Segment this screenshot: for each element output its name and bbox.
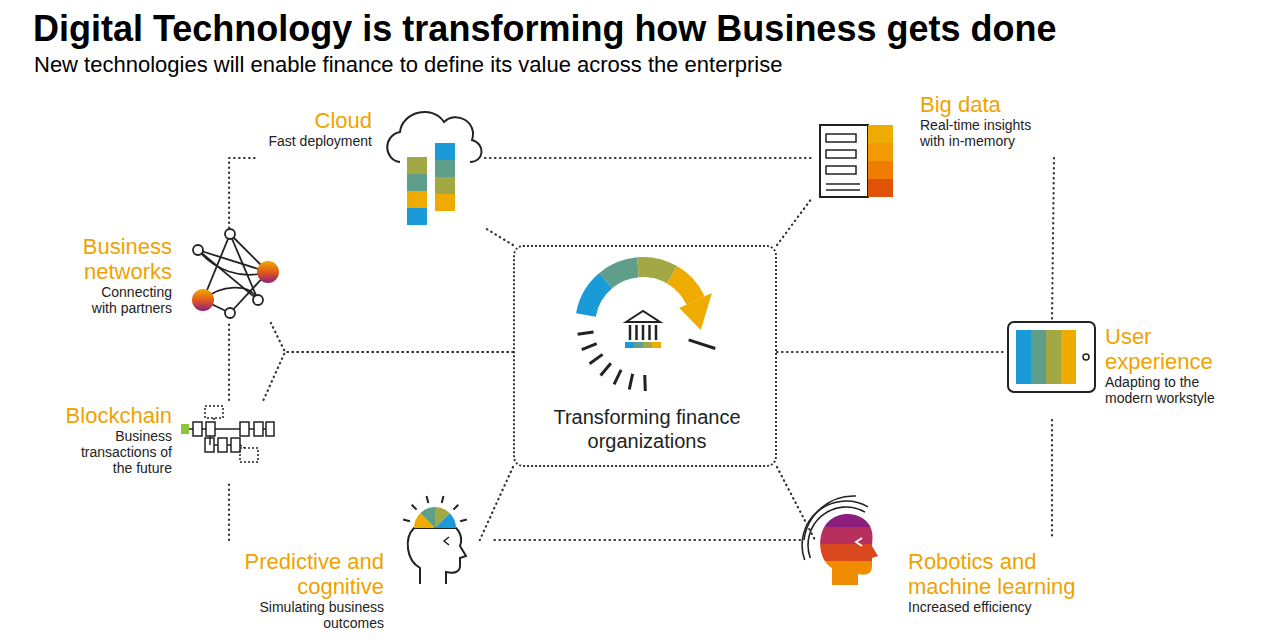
tick-mark bbox=[578, 332, 594, 334]
text-column: CloudFast deployment bbox=[255, 108, 372, 149]
dotted-connector bbox=[485, 228, 513, 245]
text-column: User experienceAdapting to the modern wo… bbox=[1105, 324, 1243, 406]
tech-item: User experienceAdapting to the modern wo… bbox=[1005, 320, 1245, 420]
arc-segment bbox=[599, 257, 639, 288]
item-title: Cloud bbox=[255, 108, 372, 133]
tech-item: BlockchainBusiness transactions of the f… bbox=[45, 400, 275, 482]
text-column: Big dataReal-time insights with in-memor… bbox=[920, 92, 1052, 149]
head-icon bbox=[403, 496, 467, 584]
item-title: Blockchain bbox=[45, 403, 172, 428]
tech-item: Business networksConnecting with partner… bbox=[50, 228, 285, 323]
tech-item: Big dataReal-time insights with in-memor… bbox=[812, 92, 1054, 198]
dotted-connector bbox=[264, 352, 514, 400]
tick-mark bbox=[689, 340, 716, 349]
dotted-connector bbox=[777, 467, 815, 540]
dotted-connector bbox=[229, 158, 255, 228]
dotted-connector bbox=[777, 351, 1005, 353]
item-title: Predictive and cognitive bbox=[222, 549, 384, 599]
text-column: Robotics and machine learningIncreased e… bbox=[908, 549, 1098, 615]
bigdata-icon bbox=[820, 125, 893, 197]
tick-mark bbox=[590, 354, 603, 363]
item-title: Robotics and machine learning bbox=[908, 549, 1098, 599]
tablet-icon bbox=[1008, 322, 1095, 392]
dotted-connector bbox=[485, 157, 812, 159]
text-column: BlockchainBusiness transactions of the f… bbox=[45, 403, 172, 476]
arc-arrowhead bbox=[679, 293, 712, 330]
item-desc: Increased efficiency bbox=[908, 599, 1098, 615]
network-icon bbox=[192, 229, 279, 318]
dotted-connector bbox=[271, 323, 513, 352]
tech-item: CloudFast deployment bbox=[255, 106, 485, 228]
item-desc: Connecting with partners bbox=[76, 284, 172, 316]
tech-item: Predictive and cognitiveSimulating busin… bbox=[222, 540, 492, 638]
dotted-connector bbox=[1051, 420, 1053, 540]
tick-mark bbox=[582, 344, 597, 350]
tick-mark bbox=[629, 374, 632, 390]
hub-icon bbox=[576, 257, 715, 391]
hub-box: Transforming finance organizations bbox=[513, 245, 777, 467]
blockchain-icon bbox=[181, 406, 274, 462]
diagram-title: Digital Technology is transforming how B… bbox=[33, 8, 1056, 50]
dotted-connector bbox=[480, 467, 513, 540]
text-column: Business networksConnecting with partner… bbox=[50, 234, 172, 316]
item-title: Business networks bbox=[50, 234, 172, 284]
dotted-connector bbox=[777, 198, 812, 245]
item-desc: Simulating business outcomes bbox=[244, 599, 384, 631]
hub-label: Transforming finance organizations bbox=[527, 405, 767, 453]
tick-mark bbox=[643, 375, 647, 391]
diagram-caption: New technologies will enable finance to … bbox=[34, 52, 782, 78]
dotted-connector bbox=[228, 482, 230, 540]
item-title: Big data bbox=[920, 92, 1052, 117]
dotted-connector bbox=[1052, 158, 1054, 320]
cloud-icon bbox=[387, 112, 481, 225]
text-column: Predictive and cognitiveSimulating busin… bbox=[222, 549, 384, 631]
tech-item: Robotics and machine learningIncreased e… bbox=[800, 540, 1100, 635]
robot-icon bbox=[802, 496, 885, 586]
tick-mark bbox=[601, 363, 611, 375]
dotted-connector bbox=[492, 539, 800, 541]
tick-mark bbox=[614, 370, 621, 384]
item-desc: Adapting to the modern workstyle bbox=[1105, 374, 1230, 406]
item-desc: Business transactions of the future bbox=[72, 428, 172, 476]
item-desc: Fast deployment bbox=[255, 133, 372, 149]
dotted-connector bbox=[228, 323, 230, 400]
item-title: User experience bbox=[1105, 324, 1243, 374]
text-column: Transforming finance organizations bbox=[527, 405, 767, 453]
item-desc: Real-time insights with in-memory bbox=[920, 117, 1052, 149]
